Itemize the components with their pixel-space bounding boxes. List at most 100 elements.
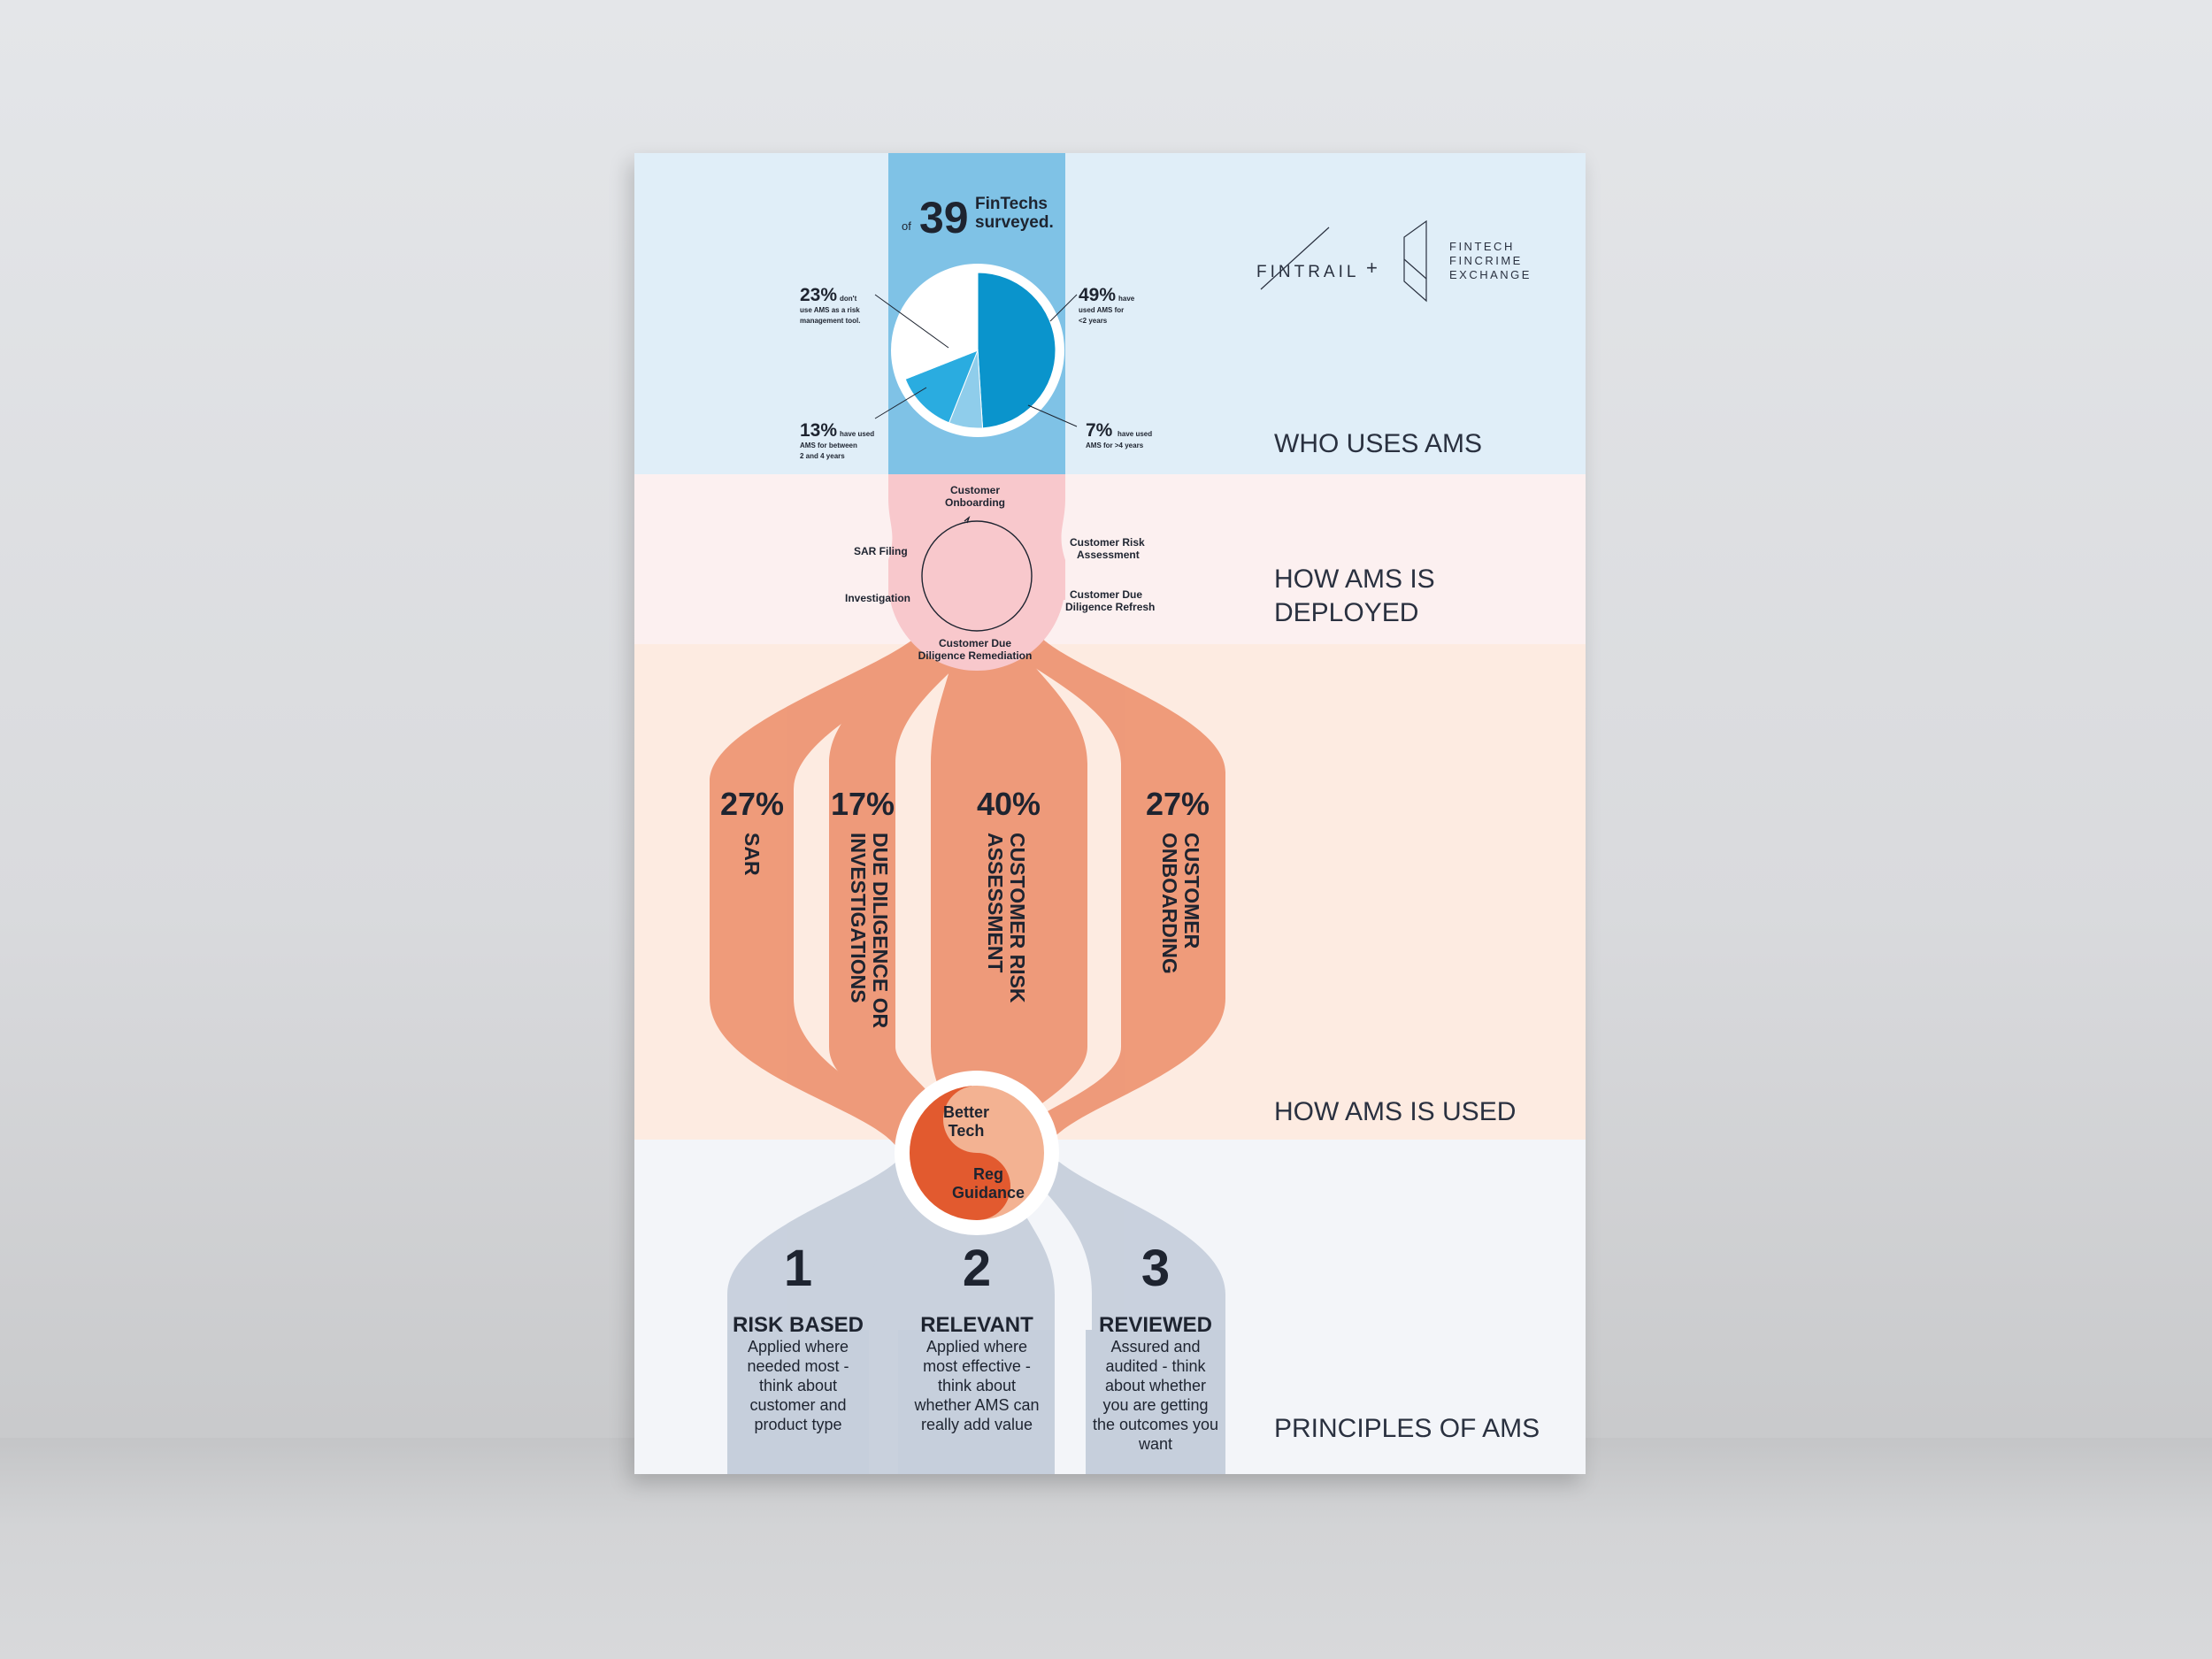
pie-slice-0 bbox=[977, 272, 1056, 429]
svg-text:3: 3 bbox=[1141, 1240, 1170, 1297]
cycle-step-cdd-remediation: Customer Due Diligence Remediation bbox=[918, 637, 1033, 662]
use-due-diligence-pct: 17% bbox=[831, 786, 895, 822]
svg-text:Customer: Customer bbox=[950, 484, 1000, 496]
svg-text:FINCRIME: FINCRIME bbox=[1449, 254, 1523, 267]
svg-text:want: want bbox=[1138, 1435, 1172, 1453]
svg-text:REVIEWED: REVIEWED bbox=[1099, 1313, 1212, 1337]
use-risk-assessment-label: CUSTOMER RISK ASSESSMENT bbox=[984, 833, 1029, 1003]
use-onboarding-label: CUSTOMER ONBOARDING bbox=[1158, 833, 1203, 974]
svg-text:ASSESSMENT: ASSESSMENT bbox=[984, 833, 1007, 972]
pie-slice-4 bbox=[900, 272, 979, 351]
svg-text:Reg: Reg bbox=[973, 1165, 1003, 1183]
svg-text:customer and: customer and bbox=[749, 1396, 846, 1414]
pie-label-23: 23% don't use AMS as a risk management t… bbox=[800, 285, 860, 325]
pie-slice-2 bbox=[904, 349, 979, 424]
svg-text:<2 years: <2 years bbox=[1079, 317, 1108, 325]
svg-text:FINTECH: FINTECH bbox=[1449, 240, 1515, 253]
use-sar-label: SAR bbox=[741, 833, 764, 876]
svg-text:23%: 23% bbox=[800, 285, 837, 305]
use-sar-pct: 27% bbox=[720, 786, 784, 822]
svg-text:have: have bbox=[1118, 295, 1135, 303]
section-title-deployed-2: DEPLOYED bbox=[1274, 598, 1418, 627]
section-deployed-background bbox=[634, 474, 1586, 644]
svg-text:7%: 7% bbox=[1086, 420, 1113, 441]
svg-text:RELEVANT: RELEVANT bbox=[920, 1313, 1033, 1337]
svg-text:have used: have used bbox=[840, 430, 874, 438]
total-prefix: of bbox=[902, 219, 911, 233]
leader-line-13 bbox=[874, 387, 927, 419]
svg-text:CUSTOMER: CUSTOMER bbox=[1180, 833, 1203, 949]
balance-badge bbox=[895, 1071, 1059, 1235]
infographic-poster: of 39 FinTechs surveyed. 23% don't use A… bbox=[634, 153, 1586, 1474]
section-who-background bbox=[634, 153, 1586, 474]
deployment-cycle bbox=[921, 515, 1033, 632]
svg-text:13%: 13% bbox=[800, 420, 837, 441]
pie-label-13: 13% have used AMS for between 2 and 4 ye… bbox=[800, 420, 874, 460]
usage-flow bbox=[710, 626, 1225, 1153]
svg-text:Assured and: Assured and bbox=[1110, 1338, 1200, 1356]
svg-text:Onboarding: Onboarding bbox=[945, 496, 1005, 509]
svg-text:have used: have used bbox=[1118, 430, 1152, 438]
principle-column-1 bbox=[727, 1330, 869, 1474]
svg-text:used AMS for: used AMS for bbox=[1079, 306, 1124, 314]
svg-text:AMS for >4 years: AMS for >4 years bbox=[1086, 442, 1144, 449]
svg-text:product type: product type bbox=[754, 1416, 841, 1433]
pie-label-7: 7% have used AMS for >4 years bbox=[1086, 420, 1152, 449]
total-line1: FinTechs bbox=[975, 195, 1048, 213]
svg-text:Applied where: Applied where bbox=[926, 1338, 1027, 1356]
svg-text:think about: think about bbox=[759, 1377, 837, 1394]
svg-text:Diligence Refresh: Diligence Refresh bbox=[1065, 601, 1155, 613]
svg-text:think about: think about bbox=[938, 1377, 1016, 1394]
svg-text:Customer Due: Customer Due bbox=[939, 637, 1011, 649]
floor-background bbox=[0, 1438, 2212, 1659]
principle-relevant: 2 RELEVANT Applied where most effective … bbox=[913, 1240, 1039, 1433]
svg-text:AMS for between: AMS for between bbox=[800, 442, 857, 449]
cycle-step-cdd-refresh: Customer Due Diligence Refresh bbox=[1065, 588, 1155, 613]
svg-text:audited - think: audited - think bbox=[1105, 1357, 1206, 1375]
deployment-area bbox=[888, 474, 1065, 671]
svg-text:Assessment: Assessment bbox=[1077, 549, 1140, 561]
svg-text:2: 2 bbox=[963, 1240, 991, 1297]
svg-text:Customer Due: Customer Due bbox=[1070, 588, 1142, 601]
ams-usage-pie-chart bbox=[891, 264, 1064, 437]
svg-text:ONBOARDING: ONBOARDING bbox=[1158, 833, 1181, 974]
svg-text:EXCHANGE: EXCHANGE bbox=[1449, 268, 1532, 281]
svg-text:needed most -: needed most - bbox=[747, 1357, 849, 1375]
fintrail-logo: FINTRAIL bbox=[1256, 227, 1356, 290]
svg-text:you are getting: you are getting bbox=[1102, 1396, 1208, 1414]
svg-text:49%: 49% bbox=[1079, 285, 1116, 305]
principle-column-3 bbox=[1086, 1330, 1225, 1474]
svg-text:1: 1 bbox=[784, 1240, 812, 1297]
section-title-principles: PRINCIPLES OF AMS bbox=[1274, 1414, 1540, 1443]
svg-text:the outcomes you: the outcomes you bbox=[1093, 1416, 1218, 1433]
principle-column-2 bbox=[898, 1330, 1055, 1474]
svg-text:CUSTOMER RISK: CUSTOMER RISK bbox=[1006, 833, 1029, 1003]
cycle-step-customer-risk-assessment: Customer Risk Assessment bbox=[1070, 536, 1145, 561]
svg-text:Diligence Remediation: Diligence Remediation bbox=[918, 649, 1033, 662]
leader-line-7 bbox=[1027, 404, 1078, 427]
leader-line-49 bbox=[1049, 294, 1078, 322]
svg-text:management tool.: management tool. bbox=[800, 317, 860, 325]
svg-text:DUE DILIGENCE OR: DUE DILIGENCE OR bbox=[869, 833, 892, 1028]
cycle-step-investigation: Investigation bbox=[845, 592, 910, 604]
svg-text:RISK BASED: RISK BASED bbox=[733, 1313, 864, 1337]
principle-risk-based: 1 RISK BASED Applied where needed most -… bbox=[733, 1240, 864, 1433]
svg-text:Better: Better bbox=[943, 1103, 989, 1121]
section-title-who: WHO USES AMS bbox=[1274, 429, 1482, 458]
svg-text:Customer Risk: Customer Risk bbox=[1070, 536, 1145, 549]
svg-text:whether AMS can: whether AMS can bbox=[913, 1396, 1039, 1414]
logo-plus: + bbox=[1366, 257, 1378, 279]
balance-better-tech: Better Tech bbox=[943, 1103, 989, 1140]
balance-reg-guidance: Reg Guidance bbox=[952, 1165, 1025, 1202]
svg-text:use AMS as a risk: use AMS as a risk bbox=[800, 306, 860, 314]
section-title-deployed-1: HOW AMS IS bbox=[1274, 565, 1435, 594]
section-title-used: HOW AMS IS USED bbox=[1274, 1097, 1516, 1126]
principle-reviewed: 3 REVIEWED Assured and audited - think a… bbox=[1093, 1240, 1218, 1453]
pie-label-49: 49% have used AMS for <2 years bbox=[1079, 285, 1135, 325]
use-risk-assessment-pct: 40% bbox=[977, 786, 1041, 822]
svg-text:don't: don't bbox=[840, 295, 857, 303]
svg-text:INVESTIGATIONS: INVESTIGATIONS bbox=[847, 833, 870, 1003]
total-number: 39 bbox=[919, 193, 969, 242]
svg-text:really add value: really add value bbox=[921, 1416, 1033, 1433]
fintech-fincrime-exchange-logo: FINTECH FINCRIME EXCHANGE bbox=[1403, 219, 1532, 303]
